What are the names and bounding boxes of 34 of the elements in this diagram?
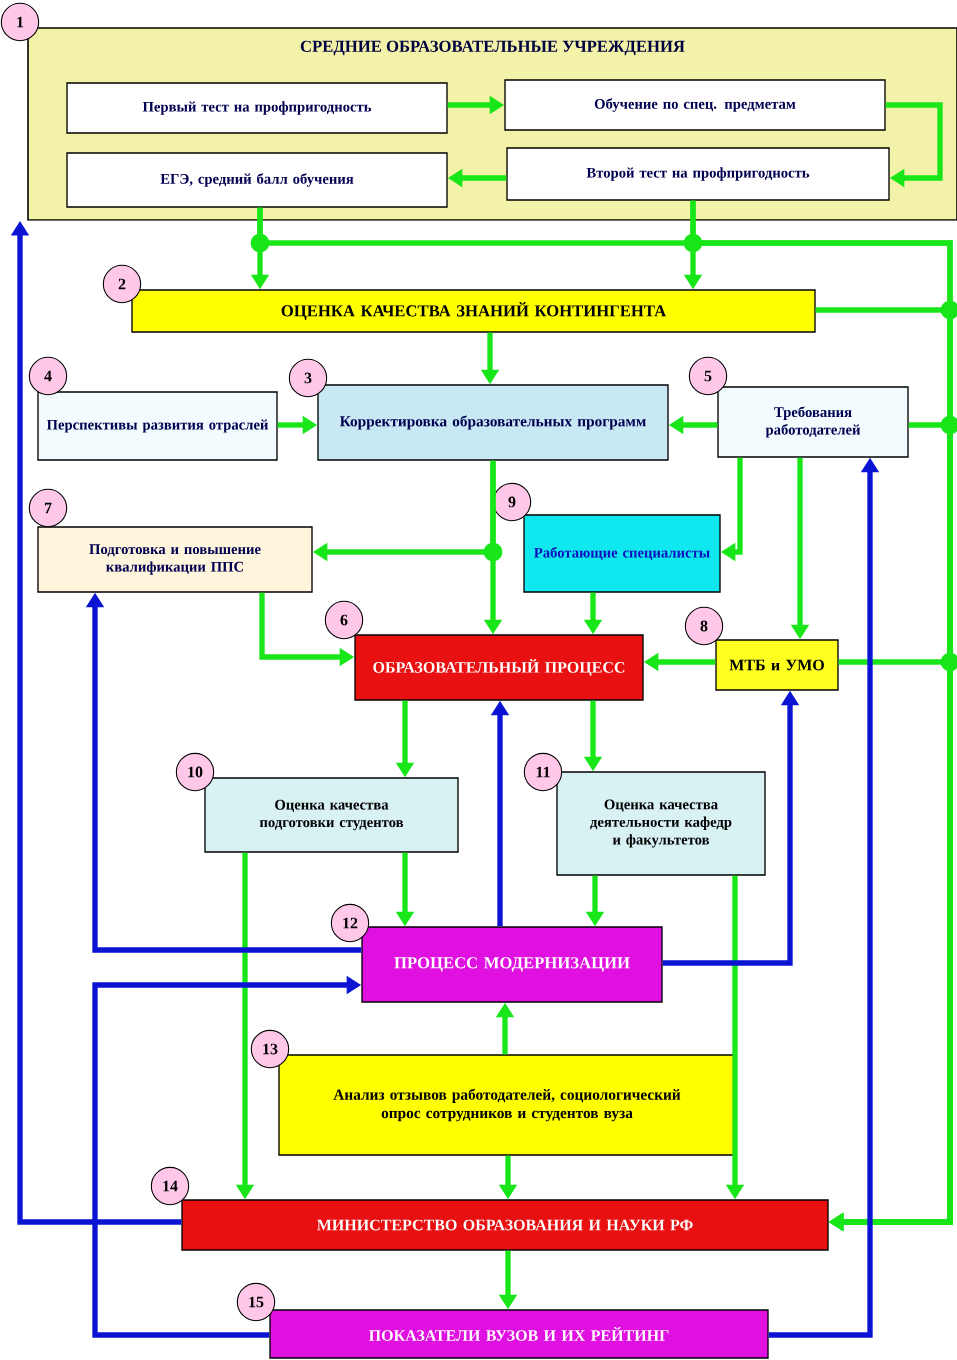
process-box: Оценка качества подготовки студентов — [204, 777, 459, 853]
process-box: Подготовка и повышение квалификации ППС — [37, 526, 313, 593]
number-badge: 8 — [684, 606, 724, 646]
process-box: Обучение по спец. предметам — [504, 79, 886, 131]
number-badge: 14 — [150, 1166, 190, 1206]
process-box: Оценка качества деятельности кафедр и факультетов — [556, 771, 766, 876]
process-box: Первый тест на профпригодность — [66, 82, 448, 134]
number-badge: 15 — [236, 1282, 276, 1322]
process-box: Перспективы развития отраслей — [37, 391, 278, 461]
arrow — [885, 102, 943, 188]
number-badge: 10 — [175, 752, 215, 792]
number-badge: 1 — [0, 2, 40, 42]
number-badge: 12 — [330, 903, 370, 943]
process-box: ПОКАЗАТЕЛИ ВУЗОВ И ИХ РЕЙТИНГ — [269, 1309, 769, 1359]
number-badge: 4 — [28, 356, 68, 396]
process-box: Требования работодателей — [717, 386, 909, 458]
process-box: Корректировка образовательных программ — [317, 384, 669, 461]
process-box: ОБРАЗОВАТЕЛЬНЫЙ ПРОЦЕСС — [354, 634, 644, 701]
process-box: Второй тест на профпригодность — [506, 147, 890, 201]
process-box: МИНИСТЕРСТВО ОБРАЗОВАНИЯ И НАУКИ РФ — [181, 1199, 829, 1251]
number-badge: 9 — [492, 482, 532, 522]
number-badge: 2 — [102, 264, 142, 304]
number-badge: 11 — [523, 752, 563, 792]
number-badge: 13 — [250, 1029, 290, 1069]
process-box: Анализ отзывов работодателей, социологический опрос сотрудников и студентов вуза — [278, 1054, 736, 1156]
process-box: ЕГЭ, средний балл обучения — [66, 152, 448, 208]
number-badge: 5 — [688, 356, 728, 396]
process-box: МТБ и УМО — [715, 639, 839, 691]
number-badge: 6 — [324, 600, 364, 640]
process-box: Работающие специалисты — [523, 514, 721, 593]
number-badge: 3 — [288, 358, 328, 398]
number-badge: 7 — [28, 488, 68, 528]
process-box: ОЦЕНКА КАЧЕСТВА ЗНАНИЙ КОНТИНГЕНТА — [131, 289, 816, 333]
process-box: ПРОЦЕСС МОДЕРНИЗАЦИИ — [361, 926, 663, 1003]
